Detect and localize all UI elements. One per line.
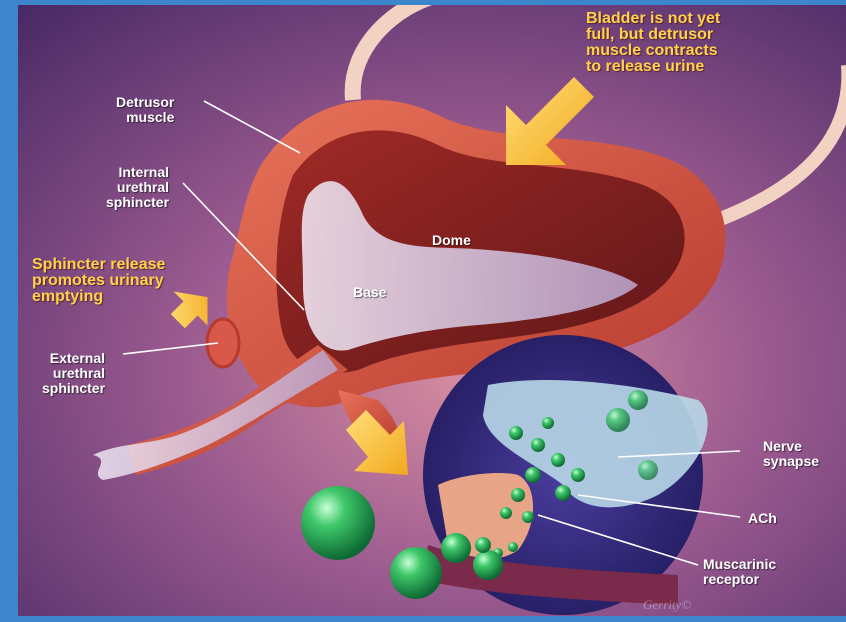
nerve-synapse-label: Nerve synapse xyxy=(763,439,819,469)
detrusor-muscle-label: Detrusor muscle xyxy=(116,95,174,125)
ach-vesicle xyxy=(555,485,571,501)
dome-label: Dome xyxy=(432,233,471,248)
ach-vesicle xyxy=(508,542,518,552)
internal-sphincter-label: Internal urethral sphincter xyxy=(106,165,169,210)
ach-sphere-small xyxy=(475,537,491,553)
ach-sphere-small xyxy=(441,533,471,563)
external-sphincter-label: External urethral sphincter xyxy=(42,351,105,396)
ach-vesicle xyxy=(511,488,525,502)
bladder-contracts-callout: Bladder is not yet full, but detrusor mu… xyxy=(586,11,720,75)
frame-left-border xyxy=(0,0,18,622)
muscarinic-receptor-label: Muscarinic receptor xyxy=(703,557,776,587)
frame-top-border xyxy=(0,0,846,5)
ach-vesicle xyxy=(638,460,658,480)
ach-vesicle xyxy=(509,426,523,440)
bladder-illustration: Bladder is not yet full, but detrusor mu… xyxy=(18,5,846,616)
sphincter-release-callout: Sphincter release promotes urinary empty… xyxy=(32,257,165,305)
ach-vesicle xyxy=(571,468,585,482)
artist-signature: Gerrity© xyxy=(643,597,691,613)
ach-vesicle xyxy=(525,467,541,483)
ach-vesicle xyxy=(606,408,630,432)
ach-vesicle xyxy=(531,438,545,452)
ach-sphere-large xyxy=(390,547,442,599)
base-label: Base xyxy=(353,285,386,300)
ach-vesicle xyxy=(628,390,648,410)
ach-sphere-large xyxy=(301,486,375,560)
ach-vesicle xyxy=(542,417,554,429)
ach-label: ACh xyxy=(748,511,777,526)
ach-vesicle xyxy=(551,453,565,467)
frame-bottom-border xyxy=(0,616,846,622)
ach-vesicle xyxy=(500,507,512,519)
ach-sphere-small xyxy=(473,550,503,580)
ach-vesicle xyxy=(522,511,534,523)
